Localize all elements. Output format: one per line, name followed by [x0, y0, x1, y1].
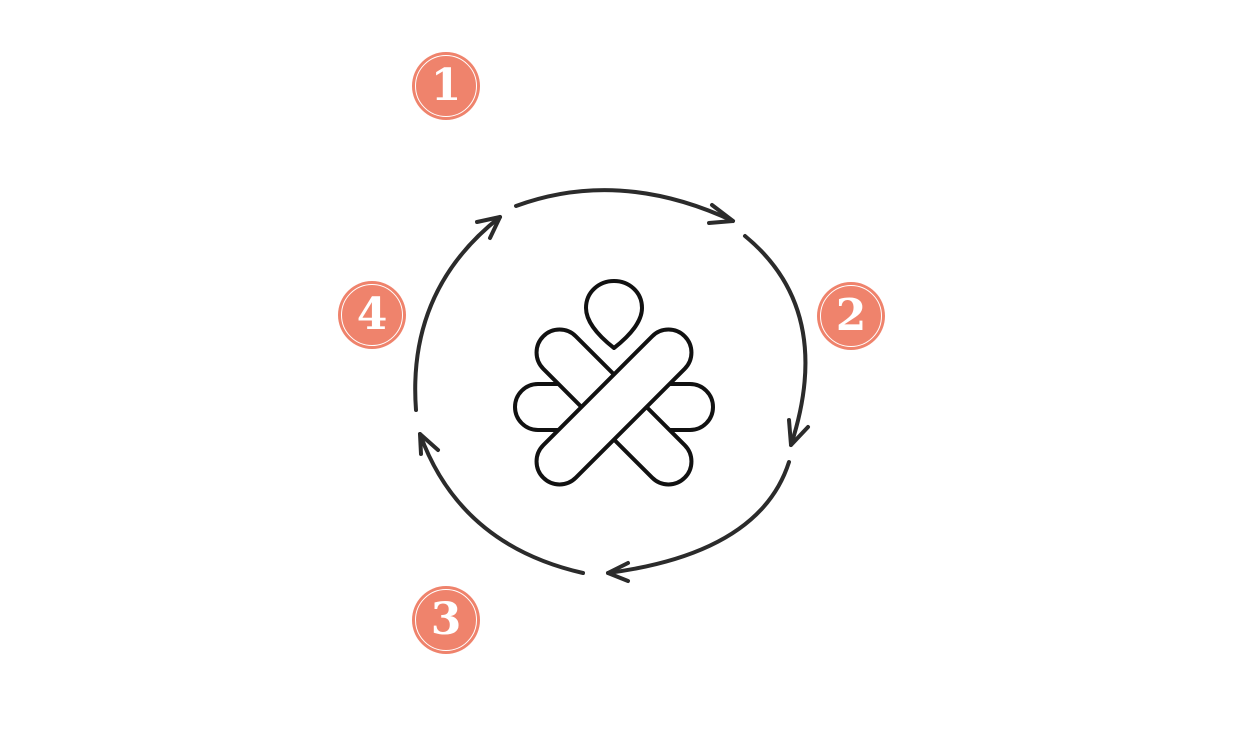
step-badge-4: 4	[339, 282, 405, 348]
step-badge-3: 3	[413, 587, 479, 653]
crossed-petals-logo-icon	[513, 279, 715, 487]
cycle-arrow-4-to-1-upper	[413, 215, 502, 412]
cycle-arrow-3-to-4	[606, 460, 791, 583]
step-badge-1: 1	[413, 53, 479, 119]
step-number-1: 1	[430, 60, 462, 111]
cycle-arrow-2-to-3	[743, 234, 810, 447]
step-number-3: 3	[430, 594, 462, 645]
step-badge-2: 2	[818, 283, 884, 349]
cycle-arrow-4-to-1	[418, 432, 585, 575]
step-number-2: 2	[835, 290, 867, 341]
cycle-arrow-1-to-2	[514, 188, 735, 225]
step-number-4: 4	[356, 289, 388, 340]
